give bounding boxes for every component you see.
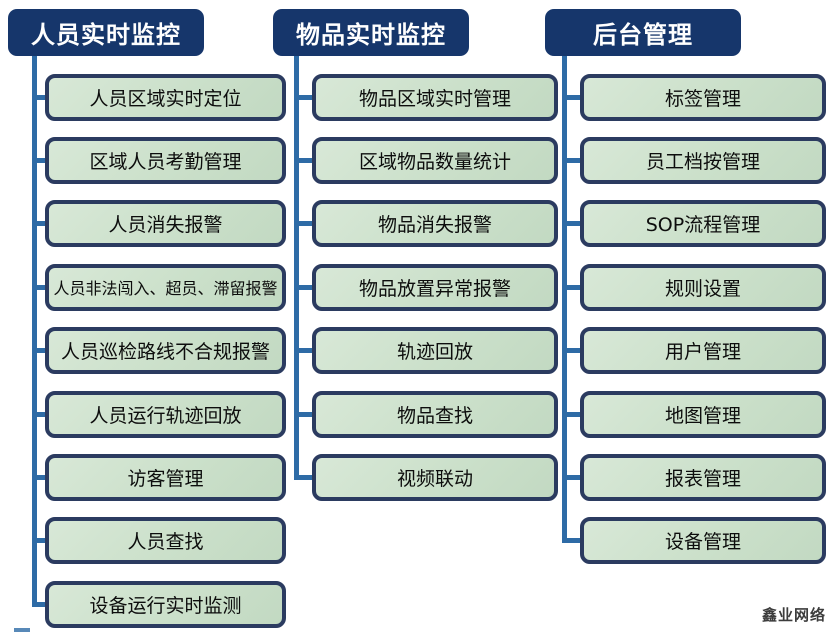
connector-trunk [32,54,37,607]
connector-stub [32,474,51,480]
node-box: 员工档按管理 [580,136,826,184]
connector-stub [294,284,318,290]
connector-stub [32,284,51,290]
connector-stub [294,411,318,417]
node-box: 人员巡检路线不合规报警 [45,327,286,375]
node-box: 人员区域实时定位 [45,73,286,121]
node-box: 设备运行实时监测 [45,580,286,628]
node-box: 区域人员考勤管理 [45,136,286,184]
column-header: 物品实时监控 [273,9,469,56]
node-box: 地图管理 [580,390,826,438]
connector-stub [294,474,318,480]
connector-trunk [562,54,567,544]
node-box: 视频联动 [312,453,558,501]
node-box: 物品放置异常报警 [312,263,558,311]
stray-connector-mark [14,628,30,632]
node-box: 标签管理 [580,73,826,121]
connector-stub [32,94,51,100]
connector-stub [562,474,586,480]
node-box: 规则设置 [580,263,826,311]
connector-stub [32,411,51,417]
connector-stub [562,411,586,417]
node-box: 人员消失报警 [45,200,286,248]
node-box: 区域物品数量统计 [312,136,558,184]
connector-stub [562,348,586,354]
node-box: 人员查找 [45,517,286,565]
connector-stub [294,157,318,163]
connector-stub [562,221,586,227]
connector-stub [562,157,586,163]
connector-stub [32,348,51,354]
connector-stub [32,221,51,227]
connector-trunk [294,54,299,480]
node-box: 人员运行轨迹回放 [45,390,286,438]
node-box: 物品查找 [312,390,558,438]
node-box: 人员非法闯入、超员、滞留报警 [45,263,286,311]
node-box: 物品区域实时管理 [312,73,558,121]
connector-stub [294,221,318,227]
connector-stub [32,538,51,544]
column-header: 后台管理 [545,9,741,56]
connector-stub [294,94,318,100]
column-header: 人员实时监控 [8,9,204,56]
node-box: 访客管理 [45,453,286,501]
node-box: 轨迹回放 [312,327,558,375]
node-box: 用户管理 [580,327,826,375]
node-box: 设备管理 [580,517,826,565]
node-box: SOP流程管理 [580,200,826,248]
node-box: 报表管理 [580,453,826,501]
connector-stub [562,94,586,100]
connector-stub [32,601,51,607]
watermark-text: 鑫业网络 [761,606,826,624]
connector-stub [32,157,51,163]
connector-stub [294,348,318,354]
connector-stub [562,538,586,544]
node-box: 物品消失报警 [312,200,558,248]
connector-stub [562,284,586,290]
